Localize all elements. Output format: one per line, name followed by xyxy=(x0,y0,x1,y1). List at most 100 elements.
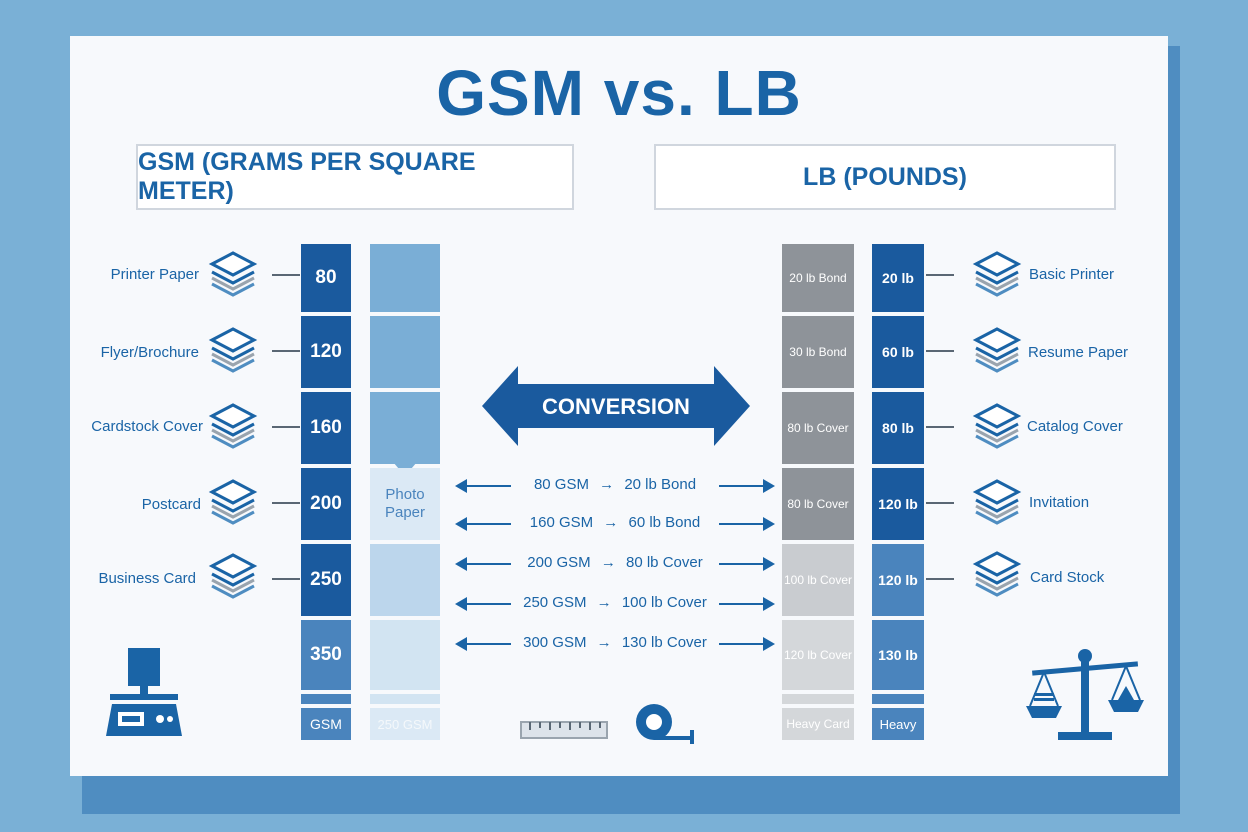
lb-grey-text: 30 lb Bond xyxy=(789,345,847,359)
lb-grey-cell: 80 lb Cover xyxy=(782,468,854,540)
right-tick xyxy=(926,274,954,276)
arrow-line xyxy=(461,603,511,605)
gsm-cell: 80 xyxy=(301,244,351,312)
lb-value: 120 lb xyxy=(878,572,918,588)
paper-stack-icon xyxy=(972,403,1022,449)
paper-stack-icon xyxy=(208,403,258,449)
lb-value: 60 lb xyxy=(882,344,914,360)
conversion-from: 80 GSM xyxy=(527,476,595,493)
arrow-line xyxy=(719,485,769,487)
gsm-header: GSM (GRAMS PER SQUARE METER) xyxy=(136,144,574,210)
photo-cell xyxy=(370,620,440,690)
gsm-value: 160 xyxy=(310,417,342,438)
arrow-right-icon xyxy=(763,557,775,571)
left-tick xyxy=(272,426,300,428)
double-arrow-icon xyxy=(482,366,750,446)
lb-cell: 20 lb xyxy=(872,244,924,312)
conversion-text: 300 GSM → 130 lb Cover xyxy=(455,634,775,651)
conversion-from: 300 GSM xyxy=(517,634,593,651)
right-label-basic-printer: Basic Printer xyxy=(1029,266,1115,283)
lb-grey-text: 80 lb Cover xyxy=(787,497,849,511)
lb-divider xyxy=(872,694,924,704)
arrow-right-icon xyxy=(763,637,775,651)
lb-grey-text: 120 lb Cover xyxy=(783,648,853,662)
arrow-right-icon xyxy=(763,517,775,531)
arrow-line xyxy=(461,485,511,487)
infographic-card: GSM vs. LB GSM (GRAMS PER SQUARE METER) … xyxy=(70,36,1168,776)
right-tick xyxy=(926,502,954,504)
left-tick xyxy=(272,274,300,276)
lb-value: 80 lb xyxy=(882,420,914,436)
lb-grey-cell: 80 lb Cover xyxy=(782,392,854,464)
arrow-right-icon xyxy=(763,597,775,611)
gsm-value: 250 xyxy=(310,569,342,590)
arrow-line xyxy=(719,603,769,605)
lb-cell: 130 lb xyxy=(872,620,924,690)
lb-grey-cell: 120 lb Cover xyxy=(782,620,854,690)
gsm-cell: 160 xyxy=(301,392,351,464)
gsm-cell: 350 xyxy=(301,620,351,690)
conversion-from: 200 GSM xyxy=(521,554,597,571)
lb-grey-text: 80 lb Cover xyxy=(787,421,849,435)
right-tick xyxy=(926,426,954,428)
paper-stack-icon xyxy=(208,553,258,599)
paper-stack-icon xyxy=(208,327,258,373)
gsm-value: 80 xyxy=(315,267,337,288)
paper-stack-icon xyxy=(972,479,1022,525)
lb-value: 120 lb xyxy=(878,496,918,512)
lb-grey-text: 20 lb Bond xyxy=(789,271,847,285)
conversion-to: 60 lb Bond xyxy=(622,514,707,531)
conversion-row: 250 GSM → 100 lb Cover xyxy=(455,594,775,614)
conversion-row: 200 GSM → 80 lb Cover xyxy=(455,554,775,574)
arrow-line xyxy=(461,563,511,565)
conversion-text: 80 GSM → 20 lb Bond xyxy=(455,476,775,493)
paper-stack-icon xyxy=(972,327,1022,373)
conversion-to: 130 lb Cover xyxy=(615,634,713,651)
lb-header: LB (POUNDS) xyxy=(654,144,1116,210)
lb-cell: 60 lb xyxy=(872,316,924,388)
lb-value: 130 lb xyxy=(878,647,918,663)
paper-stack-icon xyxy=(208,251,258,297)
conversion-to: 20 lb Bond xyxy=(618,476,703,493)
paper-stack-icon xyxy=(972,251,1022,297)
photo-cell xyxy=(370,392,440,464)
right-label-card-stock: Card Stock xyxy=(1030,569,1105,586)
lb-footer: Heavy xyxy=(872,708,924,740)
conversion-text: 160 GSM → 60 lb Bond xyxy=(455,514,775,531)
arrow-line xyxy=(461,643,511,645)
conversion-from: 160 GSM xyxy=(523,514,600,531)
left-tick xyxy=(272,578,300,580)
photo-footer: 250 GSM xyxy=(370,708,440,740)
paper-stack-icon xyxy=(972,551,1022,597)
scale-icon xyxy=(106,648,182,736)
conversion-to: 80 lb Cover xyxy=(620,554,709,571)
lb-grey-cell: 20 lb Bond xyxy=(782,244,854,312)
conversion-from: 250 GSM xyxy=(517,594,593,611)
arrow-line xyxy=(719,523,769,525)
gsm-divider xyxy=(301,694,351,704)
lb-header-text: LB (POUNDS) xyxy=(803,162,967,191)
photo-divider xyxy=(370,694,440,704)
conversion-row: 160 GSM → 60 lb Bond xyxy=(455,514,775,534)
right-label-invitation: Invitation xyxy=(1029,494,1090,511)
tape-measure-icon xyxy=(636,704,694,744)
lb-grey-text: 100 lb Cover xyxy=(783,573,853,587)
balance-scale-icon xyxy=(1026,649,1144,740)
gsm-value: 120 xyxy=(310,341,342,362)
right-tick xyxy=(926,578,954,580)
ruler-icon xyxy=(520,721,608,739)
lb-grey-divider xyxy=(782,694,854,704)
photo-cell-label: Photo Paper xyxy=(370,468,440,540)
lb-cell: 80 lb xyxy=(872,392,924,464)
paper-stack-icon xyxy=(208,479,258,525)
right-label-catalog-cover: Catalog Cover xyxy=(1027,418,1123,435)
lb-cell: 120 lb xyxy=(872,544,924,616)
arrow-line xyxy=(719,563,769,565)
photo-footer-text: 250 GSM xyxy=(377,716,433,732)
gsm-value: 200 xyxy=(310,493,342,514)
lb-value: 20 lb xyxy=(882,270,914,286)
gsm-header-text: GSM (GRAMS PER SQUARE METER) xyxy=(138,148,476,205)
conversion-to: 100 lb Cover xyxy=(615,594,713,611)
gsm-footer: GSM xyxy=(301,708,351,740)
conversion-row: 300 GSM → 130 lb Cover xyxy=(455,634,775,654)
